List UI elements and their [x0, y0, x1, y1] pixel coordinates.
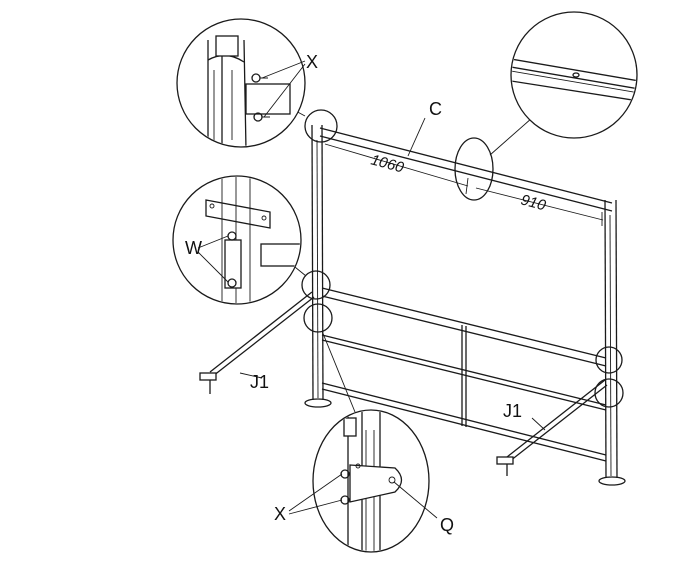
- right-foot: [598, 476, 626, 486]
- arrow-x-top-2: [263, 63, 306, 118]
- label-j1-right: J1: [503, 401, 522, 421]
- label-c: C: [429, 99, 442, 119]
- detail-top-left: [176, 18, 306, 148]
- leader-q: [393, 481, 438, 519]
- label-q: Q: [440, 515, 454, 535]
- brace-left-foot: [199, 372, 217, 381]
- dimension-1060: 1060: [369, 151, 406, 176]
- arrow-w-1: [197, 235, 229, 249]
- ref-circle-rail: [454, 137, 494, 201]
- brace-right: [496, 379, 608, 476]
- arrow-x-bottom-1: [288, 473, 343, 512]
- dimension-lines: [321, 140, 604, 226]
- dimension-910: 910: [519, 191, 548, 214]
- ref-circle-w: [301, 270, 331, 300]
- label-x-top: X: [306, 52, 318, 72]
- ref-circle-right-upper: [595, 346, 623, 374]
- left-post: [304, 124, 332, 408]
- lower-rails: [321, 287, 607, 462]
- detail-bottom: [288, 409, 438, 553]
- leader-lines: [267, 95, 533, 413]
- frame: [199, 109, 626, 486]
- ref-circle-right-lower: [594, 378, 624, 408]
- leader-c: [407, 117, 426, 157]
- ref-circle-top-left: [304, 109, 338, 143]
- brace-left: [199, 291, 315, 394]
- arrow-w-2: [197, 251, 229, 283]
- leader-j1-right: [531, 417, 546, 431]
- brace-right-foot: [496, 456, 514, 465]
- label-w: W: [185, 238, 202, 258]
- detail-top-right: [510, 11, 638, 139]
- leader-j1-left: [239, 372, 263, 379]
- arrow-x-bottom-2: [288, 499, 343, 515]
- label-j1-left: J1: [250, 372, 269, 392]
- label-x-bottom: X: [274, 504, 286, 524]
- ref-circle-q: [303, 303, 333, 333]
- right-post: [598, 199, 626, 486]
- left-foot: [304, 398, 332, 408]
- detail-mid-left: [172, 175, 302, 305]
- arrow-x-top-1: [261, 60, 306, 79]
- top-rail-c: [319, 127, 613, 212]
